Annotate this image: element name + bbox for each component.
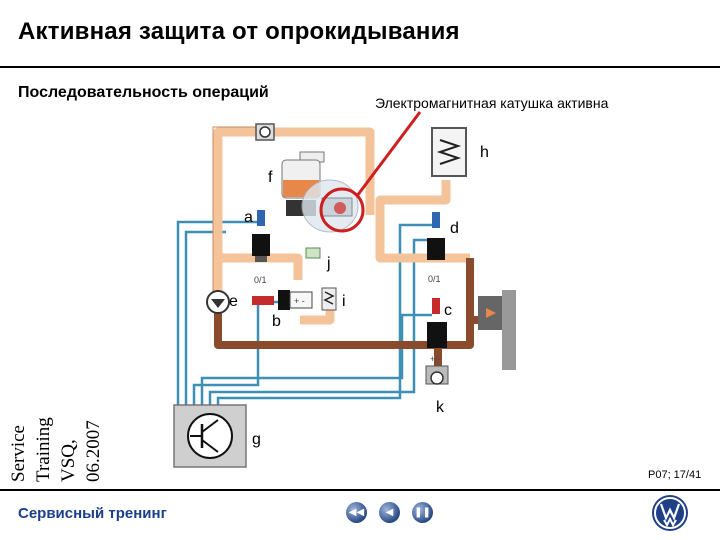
label-a: a <box>244 209 253 226</box>
switch-a-marking: 0/1 <box>254 275 267 285</box>
label-c: c <box>444 302 452 319</box>
footer-divider <box>0 489 720 491</box>
label-e: e <box>229 293 238 310</box>
wheel-brake <box>478 290 516 370</box>
slide-number: P07; 17/41 <box>648 469 702 481</box>
valve-c <box>427 298 447 348</box>
valve-j <box>305 247 321 259</box>
label-g: g <box>252 431 261 448</box>
sensor-b-marking: + - <box>294 296 305 306</box>
side-text-line-4: 06.2007 <box>83 420 104 482</box>
label-i: i <box>342 293 346 310</box>
sensor-k-marking: +/- <box>430 354 441 364</box>
hydraulic-lines-light-edge <box>212 126 258 300</box>
side-text-line-1: Service <box>8 425 29 482</box>
label-d: d <box>450 220 459 237</box>
check-valve <box>255 123 275 141</box>
back-button[interactable]: ◀ <box>379 502 400 523</box>
rewind-icon: ◀◀ <box>348 507 365 518</box>
label-b: b <box>272 313 281 330</box>
switch-d-marking: 0/1 <box>428 274 441 284</box>
reservoir-f <box>281 151 359 233</box>
valve-a <box>252 210 270 262</box>
page-title: Активная защита от опрокидывания <box>18 18 460 45</box>
back-icon: ◀ <box>385 507 394 518</box>
service-training-label: Service Training VSQ, 06.2007 <box>6 392 126 482</box>
pump-e <box>206 290 230 314</box>
label-k: k <box>436 399 445 416</box>
callout-marker <box>319 111 422 233</box>
side-text-line-3: VSQ, <box>58 439 79 482</box>
valve-b <box>252 290 313 310</box>
pause-icon: ❚❚ <box>414 507 431 518</box>
sensor-k <box>425 365 449 385</box>
control-unit-g <box>173 404 247 468</box>
footer-label: Сервисный тренинг <box>18 505 167 522</box>
label-f: f <box>268 169 273 186</box>
header-divider <box>0 66 720 68</box>
section-subtitle: Последовательность операций <box>18 84 269 101</box>
side-text-line-2: Training <box>33 417 54 482</box>
valve-i <box>321 287 337 311</box>
label-j: j <box>326 255 331 272</box>
valve-d <box>427 212 445 260</box>
label-h: h <box>480 144 489 161</box>
rewind-button[interactable]: ◀◀ <box>346 502 367 523</box>
vw-logo <box>651 494 689 532</box>
pause-button[interactable]: ❚❚ <box>412 502 433 523</box>
callout-text: Электромагнитная катушка активна <box>375 95 609 111</box>
accumulator-h <box>431 127 467 177</box>
